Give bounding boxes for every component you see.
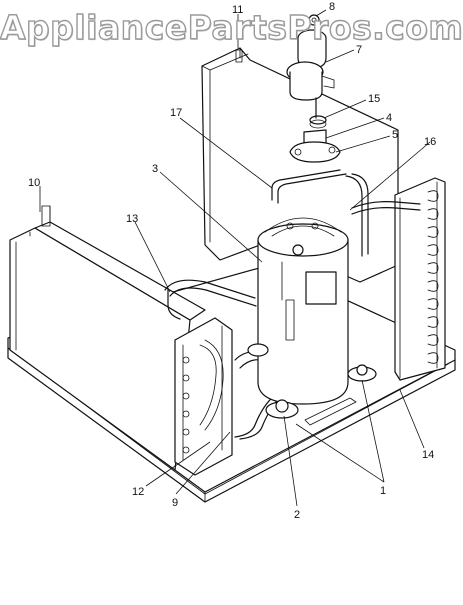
leader-lines: [39, 9, 431, 507]
callout-5: 5: [392, 129, 398, 141]
compressor: [257, 217, 349, 405]
callout-8: 8: [329, 1, 335, 13]
evaporator-coil: [9, 205, 206, 471]
callout-12: 12: [132, 486, 144, 498]
callout-3: 3: [152, 163, 158, 175]
callout-16: 16: [424, 136, 436, 148]
callout-11: 11: [232, 4, 243, 16]
callout-17: 17: [170, 107, 182, 119]
callout-10: 10: [28, 177, 40, 189]
compressor-mounts: [247, 343, 377, 426]
callout-13: 13: [126, 213, 138, 225]
callout-2: 2: [294, 509, 300, 521]
tubing: [164, 169, 421, 440]
fan-motor-assembly: [286, 14, 341, 163]
callout-7: 7: [356, 44, 362, 56]
callout-9: 9: [172, 497, 178, 509]
callout-14: 14: [422, 449, 434, 461]
callout-labels: 11 8 7 15 4 5 16 17 3 13 10 12 9 2 1 14: [28, 1, 436, 521]
callout-15: 15: [368, 93, 380, 105]
shroud-panel: [201, 47, 399, 283]
watermark-logo: AppliancePartsPros.com: [0, 7, 463, 47]
callout-1: 1: [380, 485, 386, 497]
right-coil: [394, 177, 446, 381]
callout-4: 4: [386, 112, 392, 124]
front-coil: [174, 317, 233, 476]
